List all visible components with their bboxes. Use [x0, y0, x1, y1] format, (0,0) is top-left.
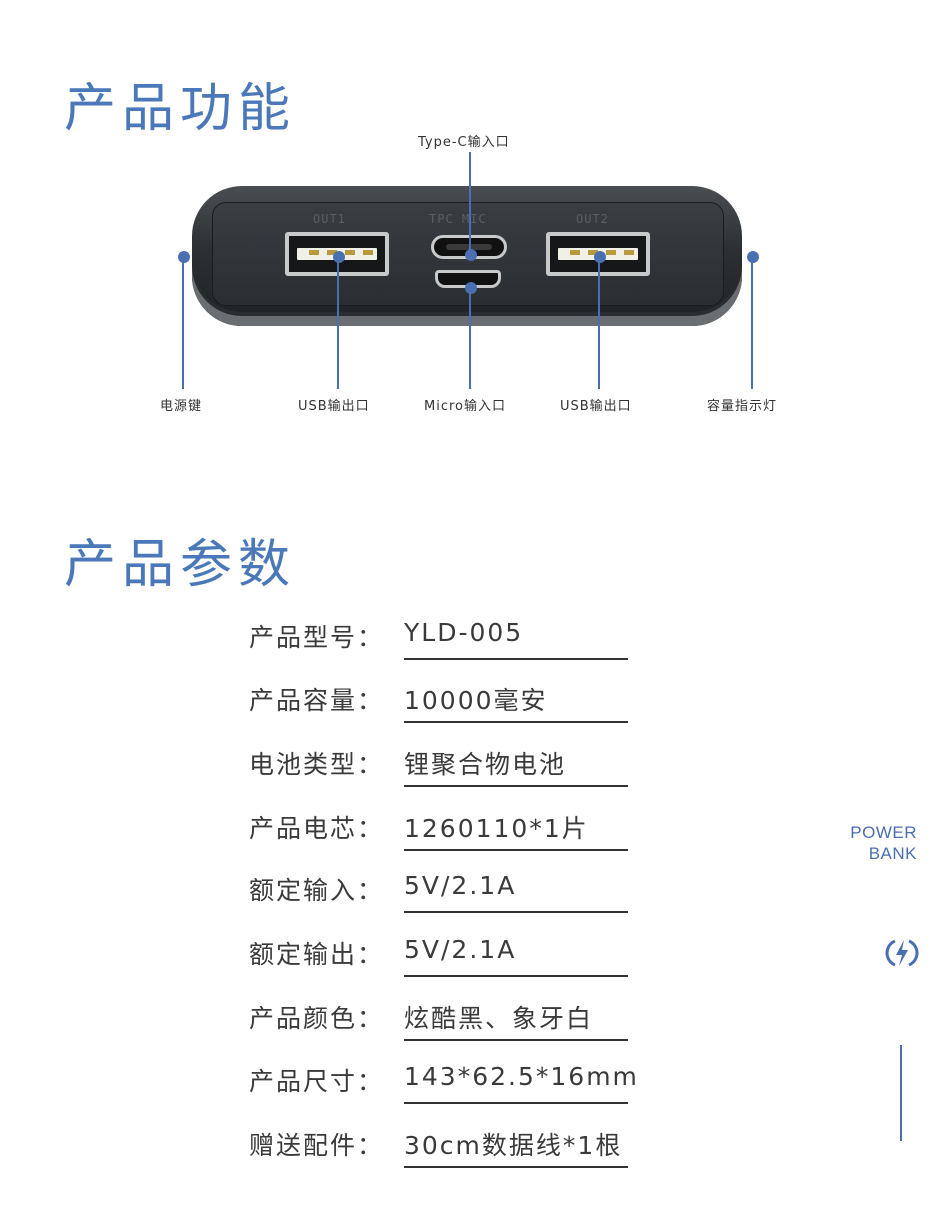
param-key: 产品颜色： [249, 1004, 385, 1033]
callout-label-typec: Type-C输入口 [418, 135, 510, 150]
param-value: 5V/2.1A [404, 935, 517, 964]
param-row: 赠送配件： 30cm数据线*1根 [249, 1126, 629, 1176]
callout-label-indicator: 容量指示灯 [707, 399, 778, 414]
callout-label-micro: Micro输入口 [424, 399, 506, 414]
param-underline [404, 1166, 628, 1168]
param-key: 赠送配件： [249, 1131, 385, 1160]
callout-line-indicator [751, 257, 753, 389]
param-underline [404, 849, 628, 851]
param-key: 产品尺寸： [249, 1067, 385, 1096]
param-row: 产品尺寸： 143*62.5*16mm [249, 1062, 637, 1112]
param-row: 额定输出： 5V/2.1A [249, 935, 629, 985]
callout-line-typec [469, 152, 471, 255]
port-label-typec-micro: TPC MIC [429, 212, 487, 226]
lightning-bolt-icon [885, 939, 919, 967]
param-underline [404, 785, 628, 787]
callout-dot-power [178, 251, 190, 263]
callout-line-power [182, 257, 184, 389]
callout-dot-usb1 [333, 251, 345, 263]
param-underline [404, 1039, 628, 1041]
param-underline [404, 1102, 628, 1104]
param-value: YLD-005 [404, 618, 524, 647]
param-key: 产品容量： [249, 686, 385, 715]
power-bank-tag-line2: BANK [868, 844, 917, 863]
param-underline [404, 658, 628, 660]
port-label-out1: OUT1 [313, 212, 346, 226]
param-value: 1260110*1片 [404, 814, 589, 843]
callout-dot-typec [465, 249, 477, 261]
port-label-out2: OUT2 [576, 212, 609, 226]
param-key: 电池类型： [249, 750, 385, 779]
callout-line-usb1 [337, 257, 339, 389]
side-accent-line [900, 1045, 902, 1141]
param-key: 产品型号： [249, 623, 385, 652]
callout-label-usb1: USB输出口 [298, 399, 370, 414]
param-value: 30cm数据线*1根 [404, 1131, 623, 1160]
param-row: 产品颜色： 炫酷黑、象牙白 [249, 999, 629, 1049]
callout-dot-usb2 [594, 251, 606, 263]
param-underline [404, 975, 628, 977]
param-underline [404, 911, 628, 913]
param-row: 产品型号： YLD-005 [249, 618, 629, 668]
callout-dot-indicator [747, 251, 759, 263]
section-title-params: 产品参数 [64, 535, 297, 595]
power-bank-tag: POWER BANK [850, 822, 917, 864]
param-value: 10000毫安 [404, 686, 548, 715]
param-key: 额定输出： [249, 940, 385, 969]
param-value: 锂聚合物电池 [404, 750, 567, 779]
param-value: 炫酷黑、象牙白 [404, 1004, 594, 1033]
param-row: 产品容量： 10000毫安 [249, 681, 629, 731]
callout-dot-micro [465, 282, 477, 294]
param-key: 产品电芯： [249, 814, 385, 843]
callout-label-usb2: USB输出口 [560, 399, 632, 414]
callout-line-micro [469, 288, 471, 389]
callout-line-usb2 [598, 257, 600, 389]
param-row: 电池类型： 锂聚合物电池 [249, 745, 629, 795]
param-value: 143*62.5*16mm [404, 1062, 639, 1091]
param-row: 产品电芯： 1260110*1片 [249, 809, 629, 859]
param-row: 额定输入： 5V/2.1A [249, 871, 629, 921]
param-value: 5V/2.1A [404, 871, 517, 900]
power-bank-tag-line1: POWER [850, 823, 917, 842]
param-underline [404, 721, 628, 723]
section-title-functions: 产品功能 [64, 79, 297, 139]
param-key: 额定输入： [249, 876, 385, 905]
device-figure: OUT1 TPC MIC OUT2 [0, 120, 935, 430]
callout-label-power: 电源键 [160, 399, 203, 414]
